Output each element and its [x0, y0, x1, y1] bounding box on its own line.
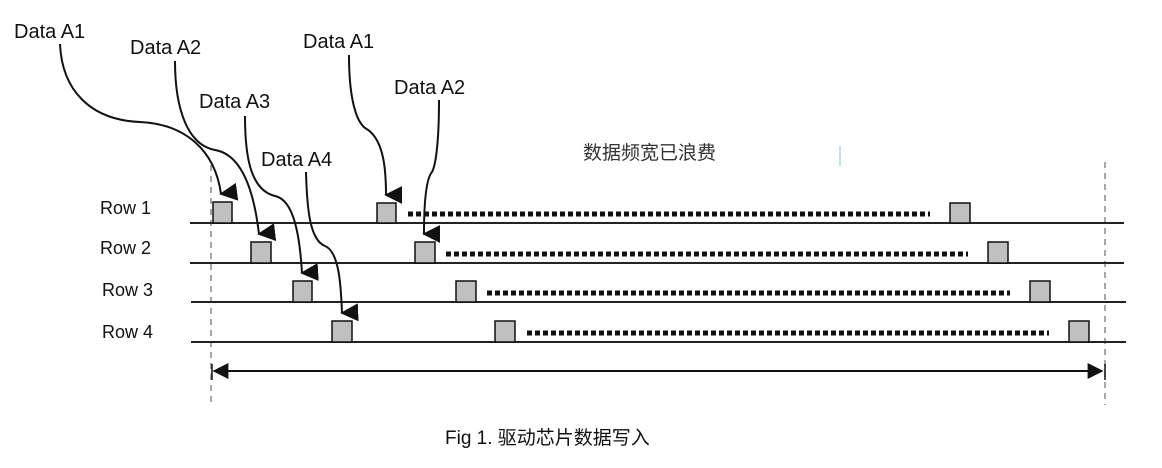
arrow-a4-first	[305, 171, 359, 322]
row-label-2: Row 2	[100, 238, 151, 258]
row-3-block-second	[455, 280, 477, 303]
callout-data-a4-first: Data A4	[261, 149, 332, 171]
arrow-a2-second	[422, 99, 441, 244]
arrow-a1-second	[348, 54, 403, 204]
row-2-block-a2	[250, 241, 272, 264]
arrow-a2-first	[174, 60, 277, 242]
row-2-block-second	[414, 241, 436, 264]
row-4-block-a4	[331, 320, 353, 343]
arrow-a1-first	[59, 43, 239, 201]
row-3-block-a3	[292, 280, 313, 303]
row-4-block-end	[1068, 320, 1090, 343]
callout-data-a2-first: Data A2	[130, 37, 201, 59]
row-4-block-second	[494, 320, 516, 343]
row-1-block-end	[949, 202, 971, 224]
row-3-block-end	[1029, 280, 1051, 303]
callout-data-a3-first: Data A3	[199, 91, 270, 113]
row-1-block-a1	[212, 201, 233, 224]
arrow-a3-first	[244, 115, 319, 282]
row-label-1: Row 1	[100, 198, 151, 218]
wasted-bandwidth-label: 数据频宽已浪费	[583, 142, 716, 164]
callout-data-a2-second: Data A2	[394, 77, 465, 99]
row-label-4: Row 4	[102, 322, 153, 342]
callout-data-a1-first: Data A1	[14, 21, 85, 43]
row-2-block-end	[987, 241, 1009, 264]
row-label-3: Row 3	[102, 280, 153, 300]
figure-caption: Fig 1. 驱动芯片数据写入	[445, 427, 650, 449]
callout-data-a1-second: Data A1	[303, 31, 374, 53]
row-1-block-second	[376, 202, 397, 224]
